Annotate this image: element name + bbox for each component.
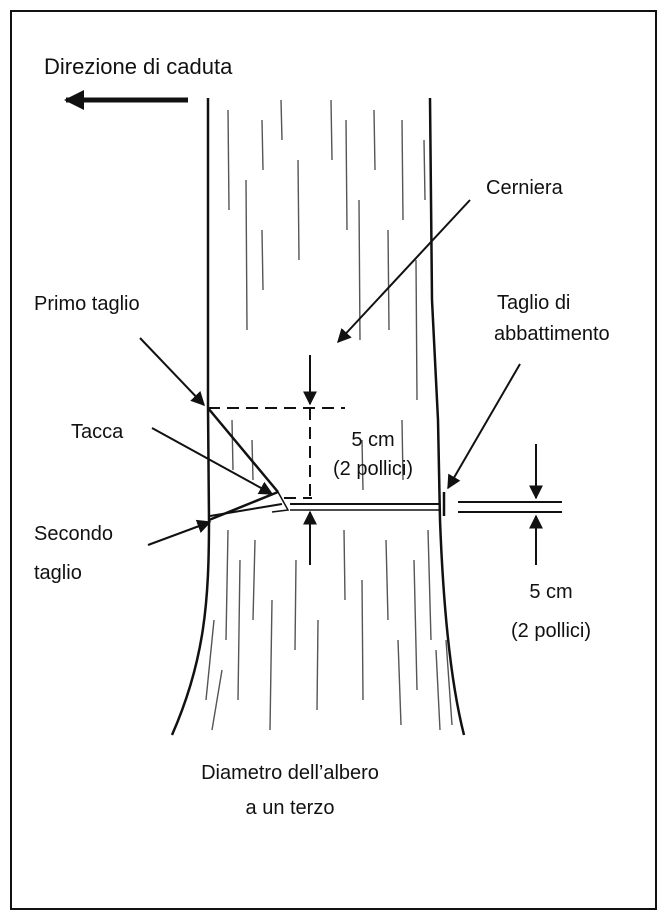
second-cut-label-line2: taglio [34, 562, 82, 584]
felling-cut-label-line1: Taglio di [497, 292, 571, 314]
notch [207, 407, 290, 522]
dim-center-inch: (2 pollici) [332, 458, 414, 480]
diameter-label-line1: Diametro dell’albero [201, 762, 379, 784]
trunk-right-edge [428, 97, 466, 736]
diagram-frame [10, 10, 657, 910]
fall-direction-label: Direzione di caduta [44, 54, 233, 79]
dim-right-value: 5 cm [529, 581, 573, 603]
trunk-left-edge [170, 98, 211, 736]
second-cut-label-line1: Secondo [34, 523, 113, 545]
felling-cut-leader [447, 363, 521, 490]
diameter-label-line2: a un terzo [245, 797, 335, 819]
first-cut-label: Primo taglio [34, 293, 140, 315]
dim-right-inch: (2 pollici) [510, 620, 592, 642]
dim-center-value: 5 cm [351, 429, 395, 451]
second-cut-leader [147, 519, 212, 546]
dashed-guides [208, 407, 345, 500]
first-cut-leader [139, 337, 205, 407]
notch-label: Tacca [71, 421, 124, 443]
hinge-leader [337, 199, 471, 344]
notch-leader [151, 427, 274, 495]
felling-cut-label-line2: abbattimento [494, 323, 610, 345]
bark-texture [205, 99, 453, 731]
dim-right-lines [458, 501, 562, 513]
hinge-label: Cerniera [486, 177, 563, 199]
